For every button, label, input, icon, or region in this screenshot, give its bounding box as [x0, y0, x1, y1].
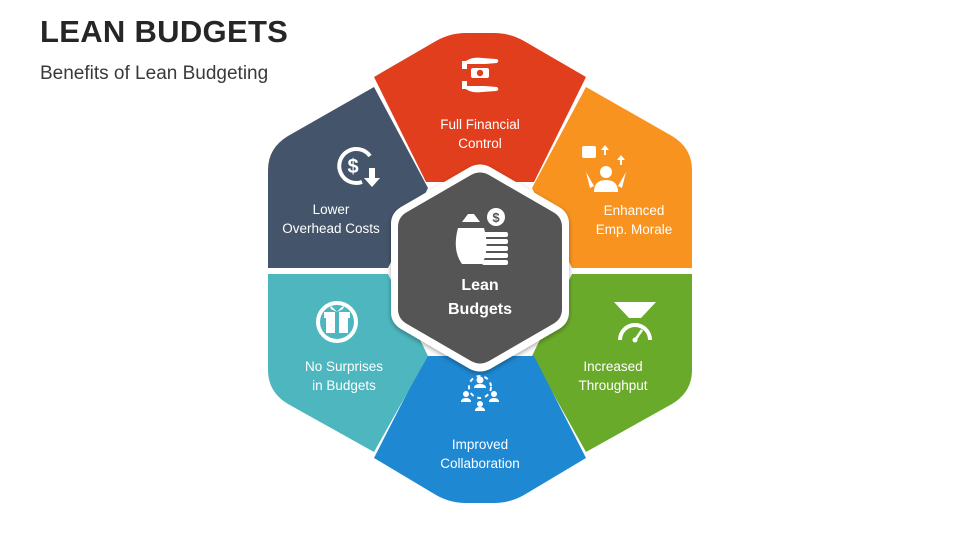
segment-shape-bottom-left — [268, 274, 428, 452]
segment-label-line2: Overhead Costs — [282, 221, 380, 236]
segment-shape-bottom — [374, 356, 586, 503]
segment-label-line1: Increased — [583, 359, 642, 374]
segment-lower-overhead-costs: $ Lower Overhead Costs — [268, 87, 428, 268]
segment-label-line1: No Surprises — [305, 359, 383, 374]
page-subtitle: Benefits of Lean Budgeting — [40, 63, 269, 84]
segment-label-line2: Collaboration — [440, 456, 520, 471]
hands-money-icon — [462, 57, 499, 93]
svg-text:$: $ — [347, 156, 358, 178]
segment-improved-collaboration: Improved Collaboration — [374, 356, 586, 503]
segment-label-line1: Lower — [313, 202, 350, 217]
segment-shape-top — [374, 33, 586, 182]
team-network-icon — [461, 375, 499, 411]
segment-label-line1: Improved — [452, 437, 508, 452]
center-hexagon-fill — [398, 172, 562, 364]
center-hexagon — [391, 164, 569, 372]
segment-full-financial-control: Full Financial Control — [374, 33, 586, 182]
svg-text:$: $ — [492, 210, 500, 225]
segment-enhanced-emp-morale: Enhanced Emp. Morale — [532, 87, 692, 268]
segment-label-line2: Emp. Morale — [596, 222, 673, 237]
funnel-gauge-icon — [614, 302, 656, 343]
gift-box-icon — [316, 301, 358, 343]
segment-label-line2: in Budgets — [312, 378, 376, 393]
employee-cheer-icon — [582, 145, 626, 192]
segment-shape-top-left — [268, 87, 428, 268]
money-bag-coins-icon: $ — [455, 208, 508, 265]
page-title: LEAN BUDGETS — [40, 14, 289, 49]
segment-label-line1: Full Financial — [440, 117, 520, 132]
segment-increased-throughput: Increased Throughput — [532, 274, 692, 452]
segment-label-line1: Enhanced — [604, 203, 665, 218]
segment-shape-top-right — [532, 87, 692, 268]
segment-label-line2: Throughput — [578, 378, 647, 393]
segment-shape-bottom-right — [532, 274, 692, 452]
center-label-line1: Lean — [461, 277, 498, 294]
dollar-down-icon: $ — [337, 147, 380, 187]
segment-no-surprises-in-budgets: No Surprises in Budgets — [268, 274, 428, 452]
center-label-line2: Budgets — [448, 301, 512, 318]
segment-label-line2: Control — [458, 136, 502, 151]
